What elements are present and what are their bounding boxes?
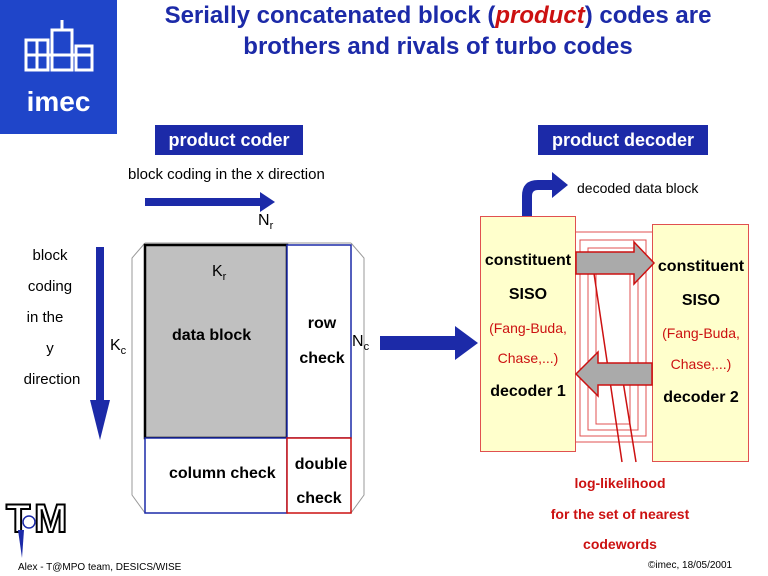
decoder-1-line-4: Chase,...) [497, 350, 559, 366]
y-direction-label-3: in the [26, 309, 64, 326]
imec-logo: imec [0, 0, 117, 134]
loglik-line-1: log-likelihood [574, 475, 666, 491]
coder-to-decoder-arrow [380, 326, 478, 360]
decoder-2-box [652, 224, 749, 462]
decoder-1-line-3: (Fang-Buda, [489, 320, 567, 336]
n-r-label: Nr [258, 212, 274, 233]
product-decoder-label: product decoder [538, 125, 708, 155]
row-check-label-1: row [307, 315, 337, 332]
svg-text:T: T [6, 497, 30, 541]
product-coder-label: product coder [155, 125, 303, 155]
row-check-rect [286, 244, 352, 439]
double-check-rect [286, 437, 352, 514]
footer-left: Alex - T@MPO team, DESICS/WISE [18, 562, 182, 573]
k-r-label: Kr [212, 263, 227, 284]
left-brace [131, 242, 146, 514]
loglik-line-2: for the set of nearest [550, 506, 690, 522]
right-brace [350, 242, 365, 514]
loglik-line-3: codewords [583, 536, 657, 552]
decoder-1-line-1: constituent [484, 252, 572, 269]
decoded-output-arrow [522, 172, 568, 216]
decoded-data-block-label: decoded data block [577, 180, 699, 196]
decoder-2-line-5: decoder 2 [663, 389, 739, 406]
tmpo-logo-icon: T M [5, 496, 68, 558]
decoder-1-line-2: SISO [508, 286, 548, 303]
decoder-1-box [480, 216, 576, 452]
data-block-rect [143, 243, 289, 440]
footer-right: ©imec, 18/05/2001 [648, 560, 733, 571]
svg-text:M: M [34, 497, 67, 541]
y-direction-label-5: direction [23, 371, 81, 388]
page-title: Serially concatenated block (product) co… [164, 2, 712, 60]
data-block-label: data block [172, 327, 252, 344]
decoder-2-line-2: SISO [681, 292, 721, 309]
y-direction-label-1: block [32, 247, 68, 264]
row-check-label-2: check [299, 350, 345, 367]
y-direction-label-2: coding [27, 278, 73, 295]
decoder-2-line-4: Chase,...) [670, 356, 732, 372]
x-direction-label: block coding in the x direction [128, 166, 325, 183]
decoder-2-line-1: constituent [657, 258, 745, 275]
forward-exchange-arrow [575, 240, 656, 286]
k-c-label: Kc [110, 337, 127, 358]
decoder-1-line-5: decoder 1 [490, 383, 566, 400]
double-check-label-2: check [296, 490, 342, 507]
double-check-label-1: double [294, 456, 348, 473]
x-direction-arrow [145, 192, 275, 212]
decoder-2-line-3: (Fang-Buda, [662, 325, 740, 341]
imec-building-logo-icon [24, 20, 94, 72]
column-check-label: column check [169, 465, 276, 482]
y-direction-label-4: y [46, 340, 54, 357]
y-direction-arrow [90, 247, 110, 440]
n-c-label: Nc [352, 333, 370, 354]
column-check-rect [144, 437, 288, 514]
backward-exchange-arrow [574, 350, 653, 398]
